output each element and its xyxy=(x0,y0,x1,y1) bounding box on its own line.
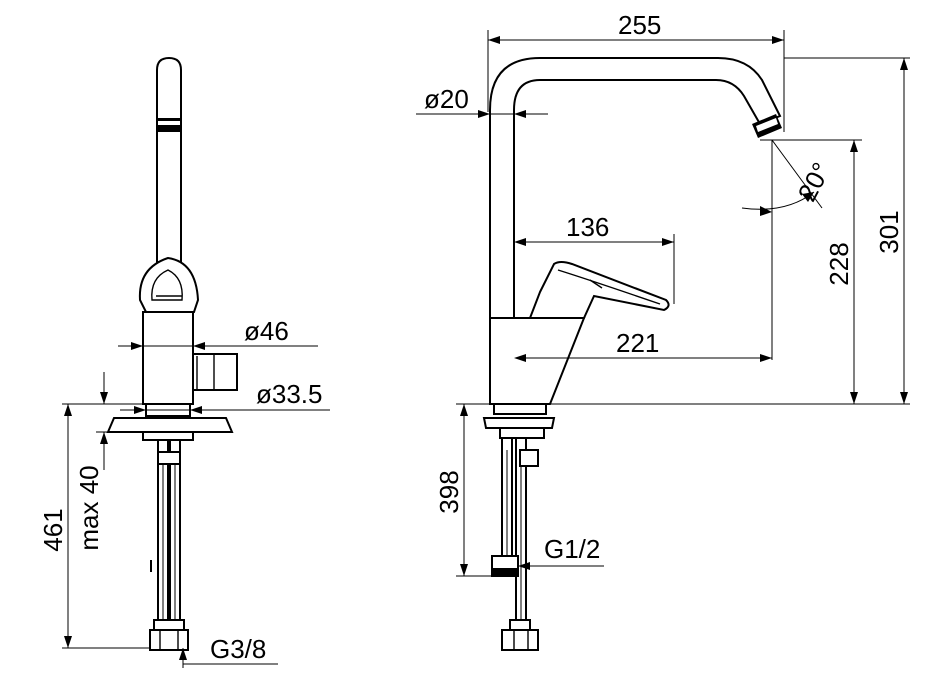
side-mount-plate xyxy=(482,417,556,429)
side-body xyxy=(489,317,586,405)
dim-max-40: max 40 xyxy=(74,465,104,550)
dim-diameter-33-5: ø33.5 xyxy=(256,379,323,409)
dim-height-228: 228 xyxy=(824,242,854,285)
thread-g3-8: G3/8 xyxy=(210,634,266,664)
front-hose-fitting xyxy=(149,629,189,651)
front-body xyxy=(142,311,194,405)
dim-diameter-46: ø46 xyxy=(244,316,289,346)
front-spout xyxy=(156,56,182,263)
side-view: 255 ø20 20° 136 221 228 xyxy=(416,10,910,651)
side-hose-fitting xyxy=(501,629,539,651)
side-lever xyxy=(528,261,670,319)
thread-g1-2: G1/2 xyxy=(544,534,600,564)
dim-reach-221: 221 xyxy=(616,328,659,358)
side-spout xyxy=(489,57,782,319)
dim-width-255: 255 xyxy=(618,10,661,40)
dim-lever-136: 136 xyxy=(566,212,609,242)
front-view: ø46 ø33.5 461 max 40 G3/8 xyxy=(38,56,330,668)
dim-angle-20: 20° xyxy=(792,157,837,206)
dim-depth-398: 398 xyxy=(434,470,464,513)
front-side-knob xyxy=(192,353,238,391)
front-lever xyxy=(138,256,200,313)
dim-height-461: 461 xyxy=(38,508,68,551)
dim-diameter-20: ø20 xyxy=(424,84,469,114)
dim-height-301: 301 xyxy=(874,210,904,253)
front-mount-plate xyxy=(106,417,234,433)
